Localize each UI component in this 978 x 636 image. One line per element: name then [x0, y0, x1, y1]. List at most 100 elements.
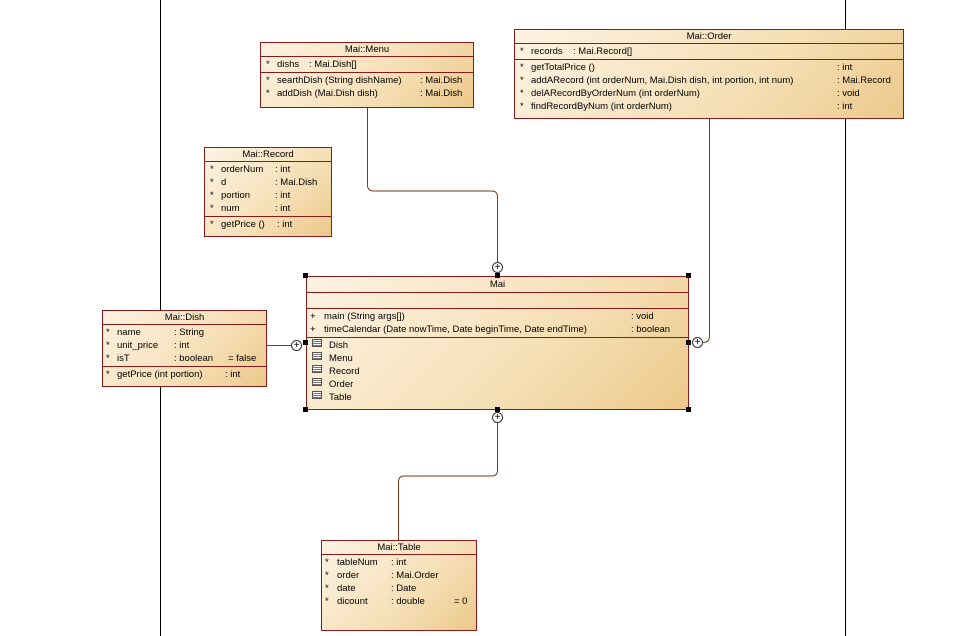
- visibility-marker: *: [210, 164, 214, 175]
- connector-order-to-mai[interactable]: [702, 118, 710, 343]
- attributes-section: * records : Mai.Record[]: [515, 44, 903, 60]
- nested-class-name: Table: [329, 392, 352, 403]
- resize-handle-bottom-right[interactable]: [686, 407, 691, 412]
- attribute-type: : int: [275, 190, 291, 201]
- attribute-type: : double: [391, 596, 425, 607]
- attribute-name: d: [221, 177, 227, 188]
- connector-table-to-mai[interactable]: [398, 423, 498, 540]
- attribute-row[interactable]: * orderNum : int: [205, 163, 331, 176]
- attributes-section: * dishs : Mai.Dish[]: [261, 57, 473, 73]
- visibility-marker: *: [520, 101, 524, 112]
- attribute-type: : Mai.Dish: [275, 177, 318, 188]
- operation-row[interactable]: + main (String args[]) : void: [307, 310, 688, 323]
- visibility-marker: *: [210, 177, 214, 188]
- operation-return-type: : Mai.Dish: [420, 88, 463, 99]
- attribute-type: : int: [391, 557, 407, 568]
- operation-row[interactable]: * getPrice () : int: [205, 218, 331, 231]
- visibility-marker: *: [325, 583, 329, 594]
- resize-handle-middle-left[interactable]: [303, 340, 308, 345]
- class-icon: [312, 352, 322, 360]
- class-mai[interactable]: Mai + main (String args[]) : void + time…: [306, 276, 689, 410]
- operation-row[interactable]: * searthDish (String dishName) : Mai.Dis…: [261, 74, 473, 87]
- resize-handle-top-left[interactable]: [303, 273, 308, 278]
- nested-class-item[interactable]: Order: [307, 378, 688, 391]
- visibility-marker: *: [106, 353, 110, 364]
- resize-handle-middle-right[interactable]: [686, 340, 691, 345]
- visibility-marker: *: [266, 75, 270, 86]
- operation-row[interactable]: * delARecordByOrderNum (int orderNum) : …: [515, 87, 903, 100]
- attribute-row[interactable]: * dishs : Mai.Dish[]: [261, 58, 473, 71]
- attribute-name: dicount: [337, 596, 368, 607]
- attribute-name: records: [531, 46, 563, 57]
- visibility-marker: *: [325, 570, 329, 581]
- operation-name: searthDish (String dishName): [277, 75, 402, 86]
- attribute-row[interactable]: * dicount : double = 0: [322, 595, 476, 608]
- operation-row[interactable]: * addDish (Mai.Dish dish) : Mai.Dish: [261, 87, 473, 100]
- class-mai-record[interactable]: Mai::Record * orderNum : int * d : Mai.D…: [204, 147, 332, 237]
- attribute-type: : Date: [391, 583, 417, 594]
- operation-name: addARecord (int orderNum, Mai.Dish dish,…: [531, 75, 794, 86]
- resize-handle-bottom-left[interactable]: [303, 407, 308, 412]
- attribute-name: unit_price: [117, 340, 159, 351]
- operation-name: getPrice (): [221, 219, 265, 230]
- operation-row[interactable]: * findRecordByNum (int orderNum) : int: [515, 100, 903, 113]
- attribute-name: tableNum: [337, 557, 378, 568]
- connector-menu-to-mai[interactable]: [367, 108, 498, 262]
- attribute-row[interactable]: * order : Mai.Order: [322, 569, 476, 582]
- resize-handle-bottom-center[interactable]: [495, 407, 500, 412]
- nesting-connector-icon[interactable]: +: [692, 337, 703, 348]
- attribute-name: dishs: [277, 59, 300, 70]
- nested-class-item[interactable]: Table: [307, 391, 688, 404]
- operation-return-type: : int: [277, 219, 293, 230]
- operation-row[interactable]: * getTotalPrice () : int: [515, 61, 903, 74]
- attribute-row[interactable]: * tableNum : int: [322, 556, 476, 569]
- nesting-connector-icon[interactable]: +: [492, 412, 503, 423]
- class-mai-menu[interactable]: Mai::Menu * dishs : Mai.Dish[] * searthD…: [260, 42, 474, 108]
- nested-class-item[interactable]: Dish: [307, 339, 688, 352]
- operation-name: findRecordByNum (int orderNum): [531, 101, 672, 112]
- class-icon: [312, 378, 322, 386]
- class-title: Mai::Record: [205, 148, 331, 162]
- attribute-type: : int: [275, 203, 291, 214]
- visibility-marker: *: [520, 75, 524, 86]
- visibility-marker: *: [210, 203, 214, 214]
- attribute-row[interactable]: * isT : boolean = false: [103, 352, 266, 365]
- class-mai-table[interactable]: Mai::Table * tableNum : int * order : Ma…: [321, 540, 477, 631]
- operation-name: getPrice (int portion): [117, 369, 203, 380]
- attributes-section: * name : String * unit_price : int * isT…: [103, 325, 266, 367]
- operations-section: * getTotalPrice () : int * addARecord (i…: [515, 60, 903, 114]
- operations-section: * getPrice () : int: [205, 217, 331, 232]
- attributes-section: * orderNum : int * d : Mai.Dish * portio…: [205, 162, 331, 217]
- operation-row[interactable]: * getPrice (int portion) : int: [103, 368, 266, 381]
- operation-return-type: : boolean: [631, 324, 671, 335]
- resize-handle-top-center[interactable]: [495, 273, 500, 278]
- operation-return-type: : int: [225, 369, 241, 380]
- attributes-section-empty: [307, 293, 688, 309]
- attribute-row[interactable]: * date : Date: [322, 582, 476, 595]
- nested-class-name: Dish: [329, 340, 349, 351]
- class-mai-order[interactable]: Mai::Order * records : Mai.Record[] * ge…: [514, 29, 904, 119]
- operation-row[interactable]: + timeCalendar (Date nowTime, Date begin…: [307, 323, 688, 336]
- attribute-row[interactable]: * num : int: [205, 202, 331, 215]
- nested-class-item[interactable]: Record: [307, 365, 688, 378]
- operation-name: getTotalPrice (): [531, 62, 595, 73]
- attribute-row[interactable]: * unit_price : int: [103, 339, 266, 352]
- nesting-connector-icon[interactable]: +: [492, 262, 503, 273]
- resize-handle-top-right[interactable]: [686, 273, 691, 278]
- operation-name: addDish (Mai.Dish dish): [277, 88, 378, 99]
- attribute-row[interactable]: * d : Mai.Dish: [205, 176, 331, 189]
- visibility-marker: *: [520, 46, 524, 57]
- class-title: Mai: [307, 277, 688, 293]
- operation-name: main (String args[]): [324, 311, 405, 322]
- nested-class-item[interactable]: Menu: [307, 352, 688, 365]
- nesting-connector-icon[interactable]: +: [291, 340, 302, 351]
- class-mai-dish[interactable]: Mai::Dish * name : String * unit_price :…: [102, 310, 267, 387]
- attribute-row[interactable]: * portion : int: [205, 189, 331, 202]
- attribute-default: = 0: [454, 596, 468, 607]
- attribute-row[interactable]: * name : String: [103, 326, 266, 339]
- class-icon: [312, 391, 322, 399]
- attribute-type: : String: [174, 327, 205, 338]
- visibility-marker: +: [310, 311, 316, 322]
- attribute-row[interactable]: * records : Mai.Record[]: [515, 45, 903, 58]
- operation-row[interactable]: * addARecord (int orderNum, Mai.Dish dis…: [515, 74, 903, 87]
